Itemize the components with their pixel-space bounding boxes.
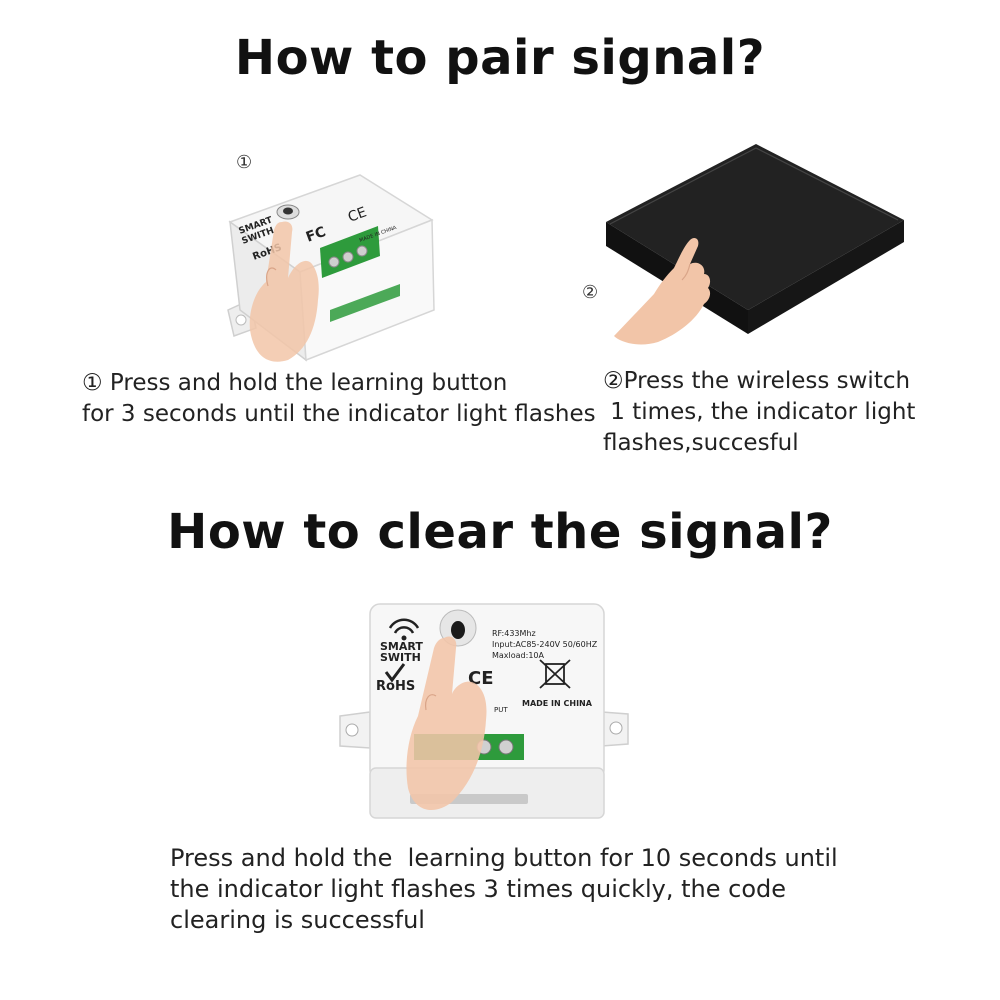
clear-caption-line: Press and hold the learning button for 1… <box>170 844 838 872</box>
made-in-label: MADE IN CHINA <box>522 699 593 708</box>
step-2-marker: ② <box>582 282 599 303</box>
fcc-mark: FC <box>304 224 328 246</box>
step-2-caption-line: ②Press the wireless switch <box>603 368 911 394</box>
step-1-caption-line: ① Press and hold the learning button <box>82 370 508 396</box>
step-1-marker: ① <box>236 152 253 173</box>
step-2-caption-line: 1 times, the indicator light <box>603 399 916 425</box>
pair-title: How to pair signal? <box>234 30 766 86</box>
input-spec: Input:AC85-240V 50/60HZ <box>492 640 598 649</box>
step-1-caption-line: for 3 seconds until the indicator light … <box>82 401 596 427</box>
ce-mark: CE <box>346 204 369 225</box>
maxload-spec: Maxload:10A <box>492 651 545 660</box>
step-1-device-image: SMART SWITH FC CE RoHS MADE IN CHINA <box>227 174 435 362</box>
step-2-caption-line: flashes,succesful <box>603 430 799 456</box>
step-1-caption: ① Press and hold the learning button for… <box>82 368 596 430</box>
step-2-wireless-switch-image <box>606 144 904 345</box>
terminal-label: PUT <box>494 706 508 714</box>
clear-caption-line: clearing is successful <box>170 906 425 934</box>
device-brand-label: SMART <box>380 640 423 653</box>
clear-title: How to clear the signal? <box>167 504 833 560</box>
clear-caption: Press and hold the learning button for 1… <box>170 843 838 936</box>
rf-spec: RF:433Mhz <box>492 629 536 638</box>
rohs-mark: RoHS <box>376 679 415 694</box>
clear-caption-line: the indicator light flashes 3 times quic… <box>170 875 787 903</box>
step-2-caption: ②Press the wireless switch 1 times, the … <box>603 366 915 459</box>
clear-device-image: SMART SWITH RoHS RF:433Mhz Input:AC85-24… <box>339 603 629 819</box>
weee-bin-icon <box>539 659 571 689</box>
device-brand-label-2: SWITH <box>380 651 421 664</box>
